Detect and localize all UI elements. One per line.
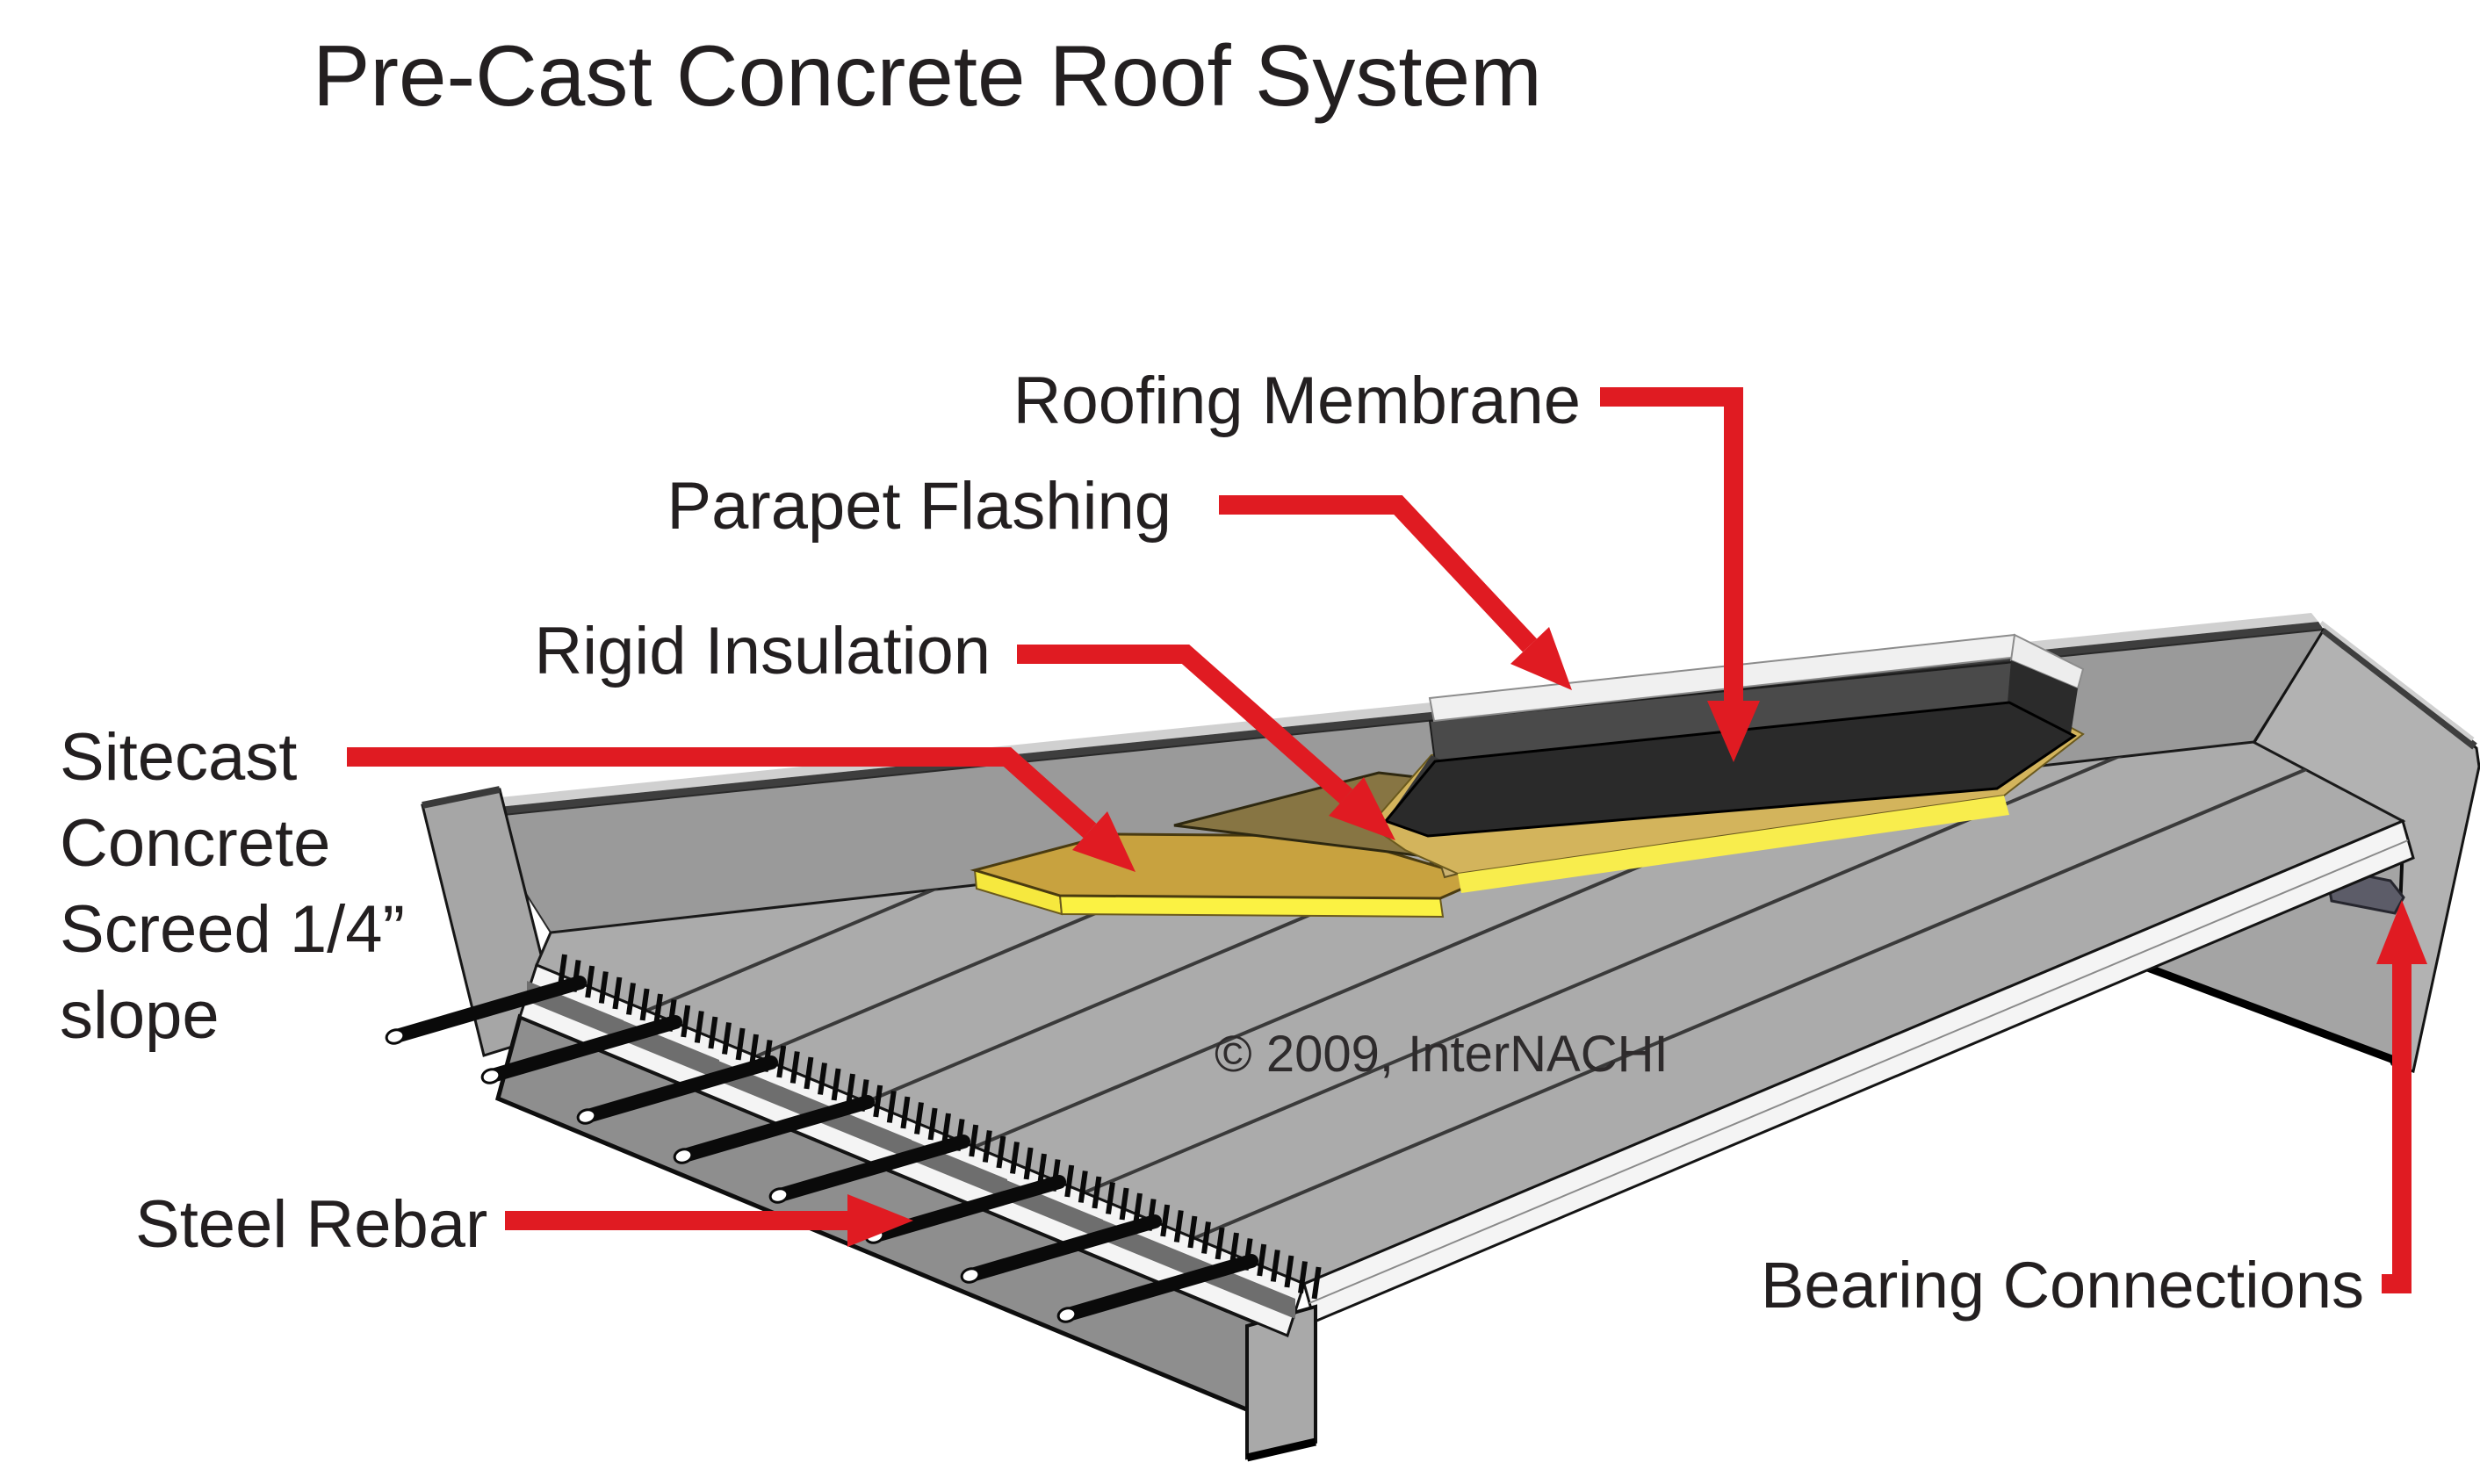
copyright-notice: © 2009, InterNACHI: [1215, 1026, 1669, 1083]
right-wall-top-highlight: [2319, 621, 2475, 741]
screed-band-seam: [1308, 839, 2409, 1304]
label-rigid-insulation: Rigid Insulation: [534, 614, 991, 688]
label-roofing-membrane: Roofing Membrane: [1013, 364, 1581, 438]
leader-lines: [347, 387, 2412, 1293]
support-beam-bottom-edge: [2106, 948, 2396, 1064]
roofing-membrane-leader: [1600, 387, 1743, 707]
bearing-connections-arrowhead: [2376, 900, 2427, 964]
sitecast-arrowhead: [1072, 811, 1135, 872]
label-sitecast-line1: Sitecast: [60, 720, 297, 795]
label-parapet-flashing: Parapet Flashing: [667, 469, 1172, 544]
page-title: Pre-Cast Concrete Roof System: [313, 27, 1542, 124]
parapet-flashing-leader: [1219, 495, 1538, 652]
rigid-insulation-arrowhead: [1329, 777, 1395, 840]
right-wall-top-lip: [2321, 626, 2477, 750]
parapet-flashing-arrowhead: [1510, 627, 1572, 690]
rigid-insulation-leader: [1017, 645, 1353, 804]
leader-arrowheads: [847, 627, 2427, 1247]
membrane-upstand-right: [2008, 660, 2078, 734]
left-wall-top-lip: [422, 786, 501, 809]
label-sitecast-line4: slope: [60, 978, 220, 1053]
label-sitecast-line3: Screed 1/4”: [60, 892, 405, 967]
label-sitecast-line2: Concrete: [60, 806, 330, 881]
bearing-connections-leader: [2382, 964, 2412, 1293]
roofing-membrane-arrowhead: [1707, 701, 1760, 762]
corner-column-bottom-edge: [1245, 1437, 1317, 1462]
insulation-base-bright-edge: [1458, 796, 2009, 893]
label-sitecast-screed: Sitecast Concrete Screed 1/4” slope: [60, 720, 405, 1053]
label-bearing-connections: Bearing Connections: [1761, 1249, 2364, 1322]
steel-rebar-arrowhead: [847, 1194, 913, 1247]
sitecast-leader: [347, 747, 1097, 839]
label-steel-rebar: Steel Rebar: [135, 1187, 487, 1262]
roofing-membrane: [1383, 701, 2077, 838]
